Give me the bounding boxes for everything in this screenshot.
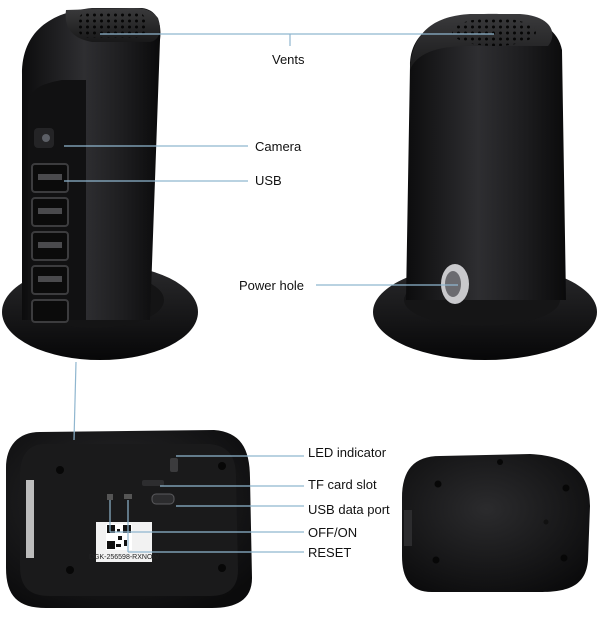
sticker-code: DGK-256598-RXNOW — [89, 554, 159, 561]
usb-data-port — [151, 493, 175, 505]
vent-grille-back — [452, 18, 536, 46]
device-back-view — [373, 13, 597, 360]
leader-lines — [64, 33, 494, 553]
label-led-indicator: LED indicator — [308, 445, 387, 460]
device-front-view — [2, 8, 198, 360]
bottom-lid — [402, 454, 590, 592]
label-off-on: OFF/ON — [308, 525, 358, 540]
vent-grille — [78, 12, 146, 38]
label-usb: USB — [255, 173, 282, 188]
label-vents: Vents — [272, 52, 305, 67]
led-indicator — [170, 458, 178, 472]
label-camera: Camera — [255, 139, 302, 154]
tf-card-slot — [142, 480, 164, 486]
label-usb-data-port: USB data port — [308, 502, 390, 517]
off-on-switch — [107, 494, 113, 500]
label-power-hole: Power hole — [239, 278, 305, 293]
label-reset: RESET — [308, 545, 352, 560]
reset-button — [124, 494, 132, 499]
bottom-plate: DGK-256598-RXNOW — [6, 430, 252, 608]
usb-ports — [31, 163, 69, 323]
label-tf-card-slot: TF card slot — [308, 477, 377, 492]
